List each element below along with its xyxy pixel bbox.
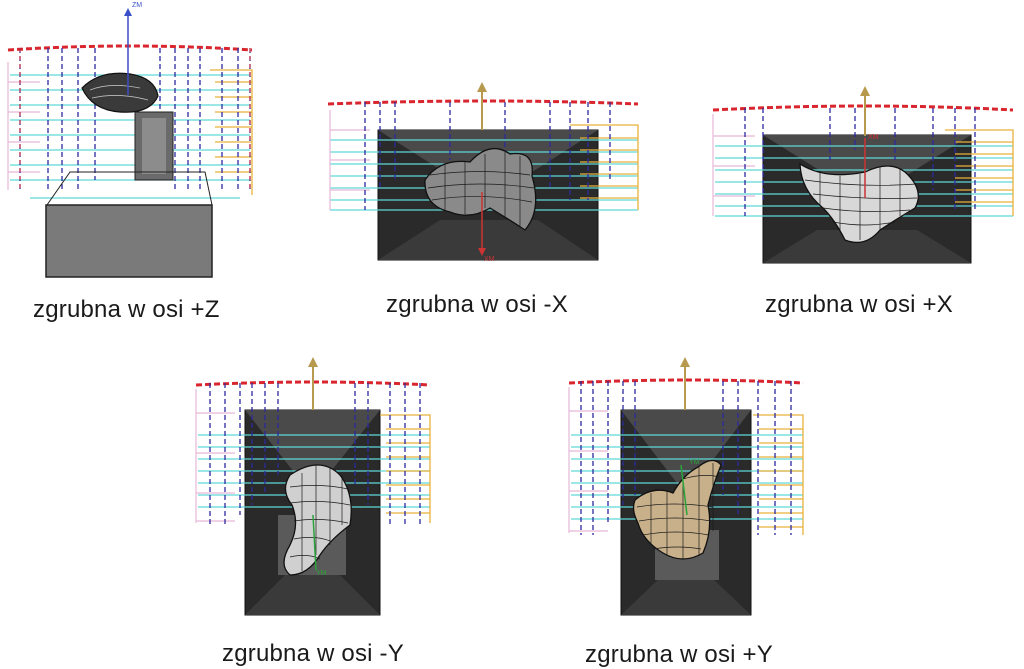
toolpath-passes xyxy=(7,44,253,199)
view-x-minus: XM xyxy=(320,80,650,270)
axis-triad xyxy=(680,357,690,516)
view-y-plus: YM xyxy=(563,355,813,620)
workpiece-mesh xyxy=(424,147,537,231)
axis-triad xyxy=(124,8,132,95)
view-y-minus: YM xyxy=(190,355,440,620)
toolpath-render-x-plus xyxy=(712,86,1014,264)
axis-label-y-minus: YM xyxy=(316,570,327,577)
toolpath-render-y-minus xyxy=(195,357,431,616)
axis-triad xyxy=(860,86,870,198)
caption-x-plus: zgrubna w osi +X xyxy=(765,291,953,318)
caption-x-minus: zgrubna w osi -X xyxy=(386,291,568,318)
caption-y-minus: zgrubna w osi -Y xyxy=(222,640,404,667)
fixture-base xyxy=(244,409,381,616)
axis-label-z-plus: ZM xyxy=(132,2,143,9)
axis-triad xyxy=(308,357,318,571)
axis-label-x-plus: XM xyxy=(868,134,879,141)
caption-y-plus: zgrubna w osi +Y xyxy=(585,641,773,668)
workpiece-mesh xyxy=(632,459,722,560)
axis-label-x-minus: XM xyxy=(484,256,495,263)
axis-triad xyxy=(477,82,487,256)
caption-z-plus: zgrubna w osi +Z xyxy=(33,296,220,323)
view-x-plus: XM xyxy=(705,80,1020,270)
toolpath-render-z-plus xyxy=(7,8,253,278)
toolpath-render-y-plus xyxy=(568,357,804,616)
toolpath-render-x-minus xyxy=(327,82,639,261)
fixture-base xyxy=(45,171,213,278)
toolpath-passes xyxy=(712,104,1014,217)
workpiece-model xyxy=(81,72,174,181)
axis-label-y-plus: YM xyxy=(689,459,700,466)
view-z-plus: ZM xyxy=(0,0,270,290)
